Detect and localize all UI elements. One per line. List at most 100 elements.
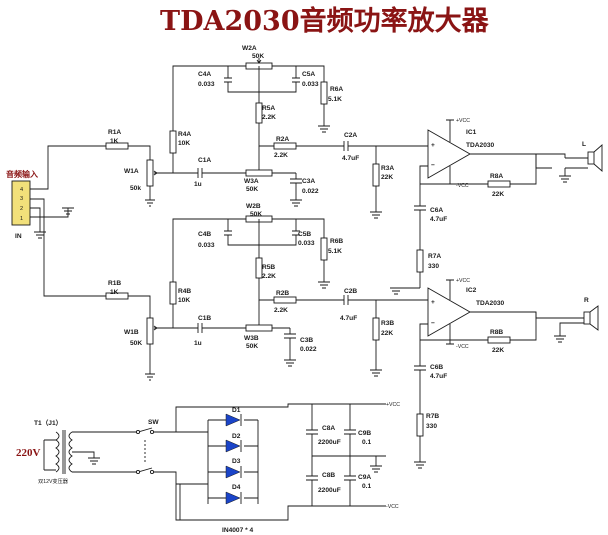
c5b-ref: C5B [298, 231, 311, 238]
resistor-r8a [487, 180, 511, 188]
c9b-value: 0.1 [362, 439, 371, 446]
input-pin-1: 1 [20, 216, 23, 222]
c3a-value: 0.022 [302, 188, 319, 195]
resistor-r2a [273, 142, 297, 150]
switch-ref: SW [148, 419, 159, 426]
d3-label: D3 [232, 458, 241, 465]
r5b-ref: R5B [262, 264, 275, 271]
w2a-value: 50K [252, 53, 264, 60]
input-label: 音频输入 [6, 169, 38, 179]
c4b-value: 0.033 [198, 242, 215, 249]
c8a-value: 2200uF [318, 439, 341, 446]
r2a-value: 2.2K [274, 152, 288, 159]
c9a-ref: C9A [358, 474, 371, 481]
r7a-ref: R7A [428, 253, 441, 260]
pot-w1a [146, 159, 154, 187]
w1b-value: 50K [130, 340, 142, 347]
pot-w1b [146, 317, 154, 345]
ic2-vee: -VCC [456, 344, 469, 350]
ic1-ref: IC1 [466, 129, 477, 136]
r8b-value: 22K [492, 347, 504, 354]
resistor-r3a [372, 163, 380, 187]
c8b-ref: C8B [322, 472, 335, 479]
transformer-note: 双12V变压器 [38, 477, 69, 485]
diode-d4 [225, 491, 241, 505]
r5a-value: 2.2K [262, 114, 276, 121]
c1a-value: 1u [194, 181, 202, 188]
r5b-value: 2.2K [262, 273, 276, 280]
w2b-ref: W2B [246, 203, 261, 210]
c2a-value: 4.7uF [342, 155, 359, 162]
w1a-ref: W1A [124, 168, 139, 175]
r3a-ref: R3A [381, 165, 394, 172]
resistor-r4a [169, 130, 177, 154]
r7a-value: 330 [428, 263, 439, 270]
c2a-ref: C2A [344, 132, 357, 139]
input-pin-4: 4 [20, 187, 23, 193]
input-connector-body [11, 180, 31, 226]
diode-d1 [225, 413, 241, 427]
ic2-vcc: +VCC [456, 278, 470, 284]
d1-label: D1 [232, 407, 241, 414]
speaker-r [583, 311, 591, 325]
speaker-l [587, 151, 595, 165]
c2b-ref: C2B [344, 288, 357, 295]
speaker-l-label: L [582, 141, 586, 148]
w1a-value: 50k [130, 185, 141, 192]
c3a-ref: C3A [302, 178, 315, 185]
c9b-ref: C9B [358, 430, 371, 437]
r6b-value: 5.1K [328, 248, 342, 255]
bridge-part: IN4007 * 4 [222, 527, 253, 534]
speaker-r-label: R [584, 297, 589, 304]
ic2-opamp [427, 287, 471, 337]
c4a-ref: C4A [198, 71, 211, 78]
c3b-ref: C3B [300, 337, 313, 344]
r1a-value: 1K [110, 138, 119, 145]
c8b-value: 2200uF [318, 487, 341, 494]
r5a-ref: R5A [262, 105, 275, 112]
rail-neg-label: -VCC [386, 504, 399, 510]
r2b-value: 2.2K [274, 307, 288, 314]
c1b-ref: C1B [198, 315, 211, 322]
w3a-value: 50K [246, 186, 258, 193]
r1b-value: 1K [110, 289, 119, 296]
pot-w3a [245, 169, 273, 177]
transformer-ref: T1（J1） [34, 419, 62, 427]
ic1-vee: -VCC [456, 183, 469, 189]
input-ref: IN [15, 233, 22, 240]
ic1-minus: − [431, 162, 435, 169]
ic2-minus: − [431, 320, 435, 327]
c6a-value: 4.7uF [430, 216, 447, 223]
input-pin-3: 3 [20, 196, 23, 202]
c6b-ref: C6B [430, 364, 443, 371]
d2-label: D2 [232, 433, 241, 440]
r3b-value: 22K [381, 330, 393, 337]
w1b-ref: W1B [124, 329, 139, 336]
ic2-part: TDA2030 [476, 300, 505, 307]
r4a-value: 10K [178, 140, 190, 147]
r7b-ref: R7B [426, 413, 439, 420]
ic1-plus: + [431, 142, 435, 149]
c5a-ref: C5A [302, 71, 315, 78]
resistor-r3b [372, 317, 380, 341]
mains-voltage: 220V [16, 447, 41, 459]
w2a-ref: W2A [242, 45, 257, 52]
ic1-part: TDA2030 [466, 142, 495, 149]
w3b-value: 50K [246, 343, 258, 350]
r8a-value: 22K [492, 191, 504, 198]
resistor-r7a [416, 249, 424, 273]
r4b-value: 10K [178, 297, 190, 304]
r8a-ref: R8A [490, 173, 503, 180]
diode-d2 [225, 439, 241, 453]
r1a-ref: R1A [108, 129, 121, 136]
resistor-r4b [169, 281, 177, 305]
diagram-title: TDA2030音频功率放大器 [160, 5, 490, 37]
diode-d3 [225, 465, 241, 479]
w3a-ref: W3A [244, 178, 259, 185]
c6a-ref: C6A [430, 207, 443, 214]
r6b-ref: R6B [330, 238, 343, 245]
r8b-ref: R8B [490, 329, 503, 336]
power-supply: T1（J1） 220V 双12V变压器 SW D1 D2 D3 D4 [16, 402, 400, 534]
channel-a: R1A 1K W1A 50k R4A 10K C1A 1u W2A 50K C4… [105, 45, 603, 295]
